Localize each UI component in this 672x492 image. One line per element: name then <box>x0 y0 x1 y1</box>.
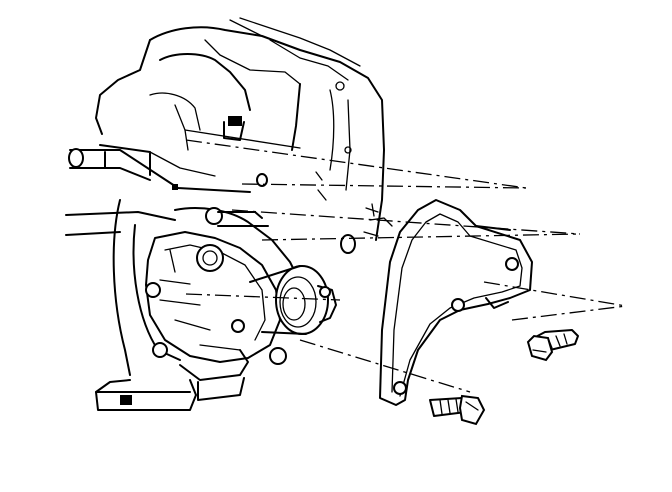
lower-bolt <box>429 394 486 426</box>
guide-rod <box>217 173 393 254</box>
mounting-bracket <box>379 199 533 406</box>
transmission-housing <box>65 199 337 411</box>
alignment-lines <box>185 139 627 393</box>
support-arm <box>68 144 251 193</box>
detail-marks <box>172 171 379 217</box>
engine-block <box>95 17 385 241</box>
upper-bolt <box>526 329 579 362</box>
